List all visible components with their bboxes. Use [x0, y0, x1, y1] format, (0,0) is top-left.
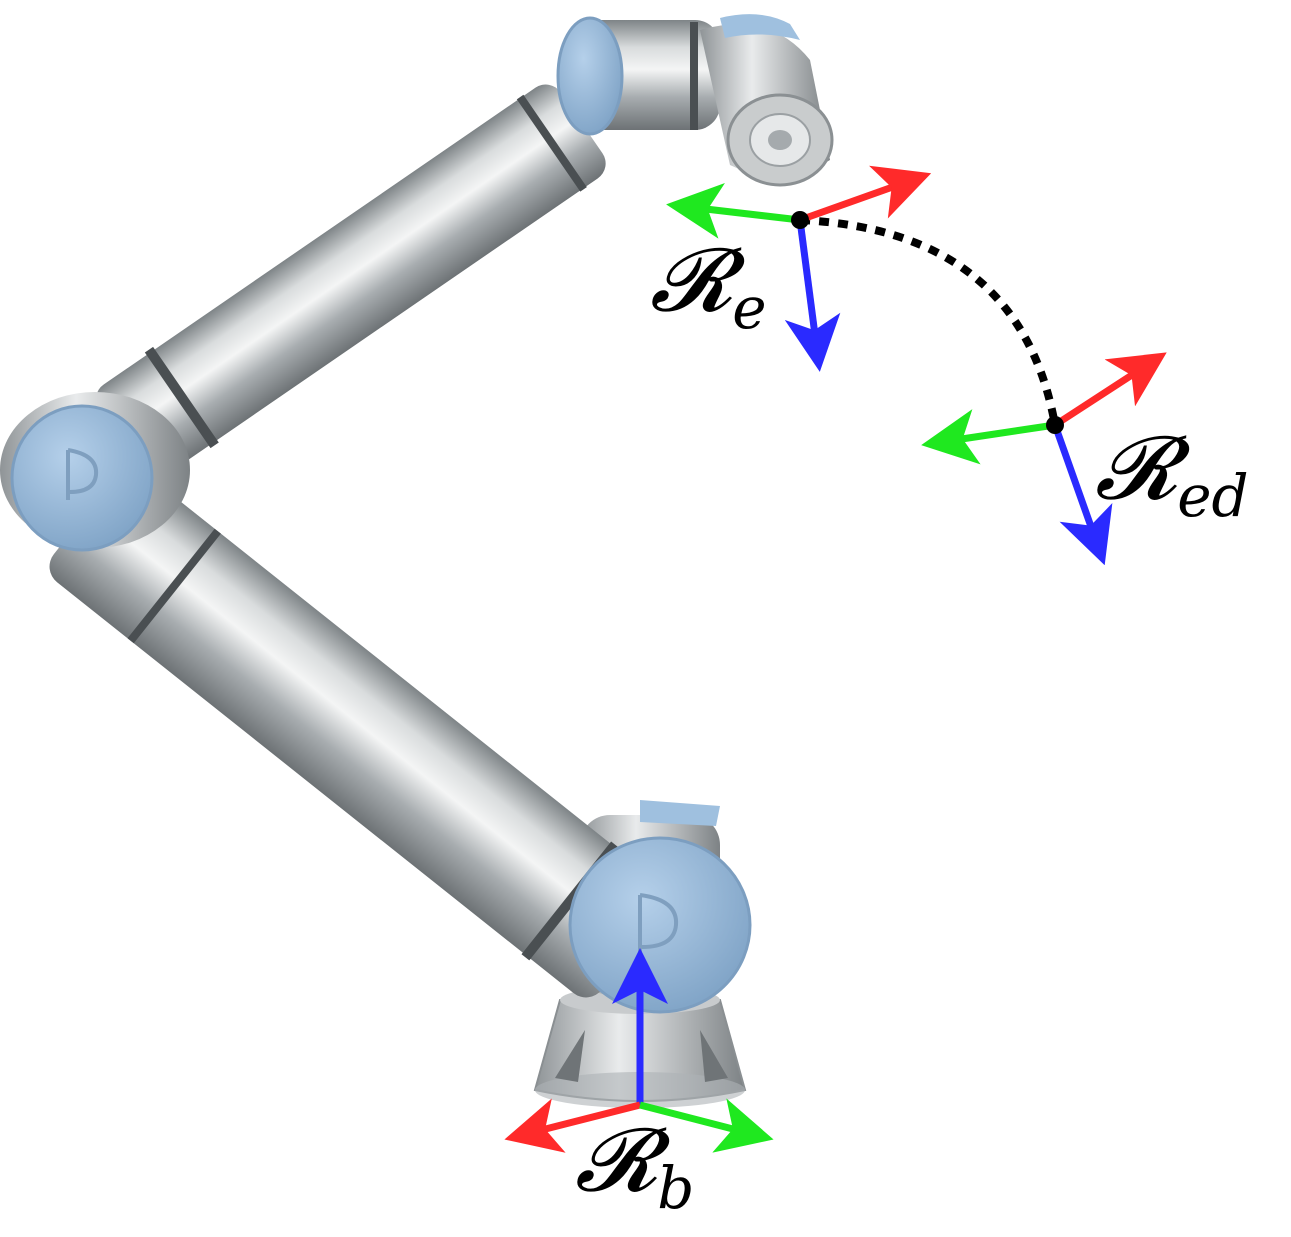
y-axis-arrow	[639, 1098, 774, 1153]
x-axis-arrow	[798, 165, 932, 224]
desired-frame-label: 𝓡ed	[1095, 416, 1249, 530]
frame-origin-dot	[791, 211, 809, 229]
end-effector-frame-label: 𝓡e	[650, 228, 767, 342]
end-effector-frame: 𝓡e	[650, 165, 932, 372]
shoulder-cap	[568, 836, 752, 1014]
z-axis-arrow	[1051, 423, 1113, 566]
upper-link	[95, 84, 606, 479]
trajectory-path	[799, 216, 1059, 426]
desired-frame: 𝓡ed	[921, 352, 1249, 566]
robot-arm	[0, 14, 834, 1108]
z-axis-arrow	[784, 219, 841, 372]
base-frame-label: 𝓡b	[575, 1108, 694, 1222]
y-axis-arrow	[666, 183, 801, 239]
y-axis-arrow	[921, 409, 1056, 465]
x-axis-arrow	[1053, 352, 1167, 428]
wrist-joint	[556, 14, 834, 187]
elbow-joint	[0, 392, 190, 552]
base-frame: 𝓡b	[504, 948, 774, 1222]
x-axis-arrow	[504, 1098, 641, 1153]
frame-origin-dot	[1046, 416, 1064, 434]
